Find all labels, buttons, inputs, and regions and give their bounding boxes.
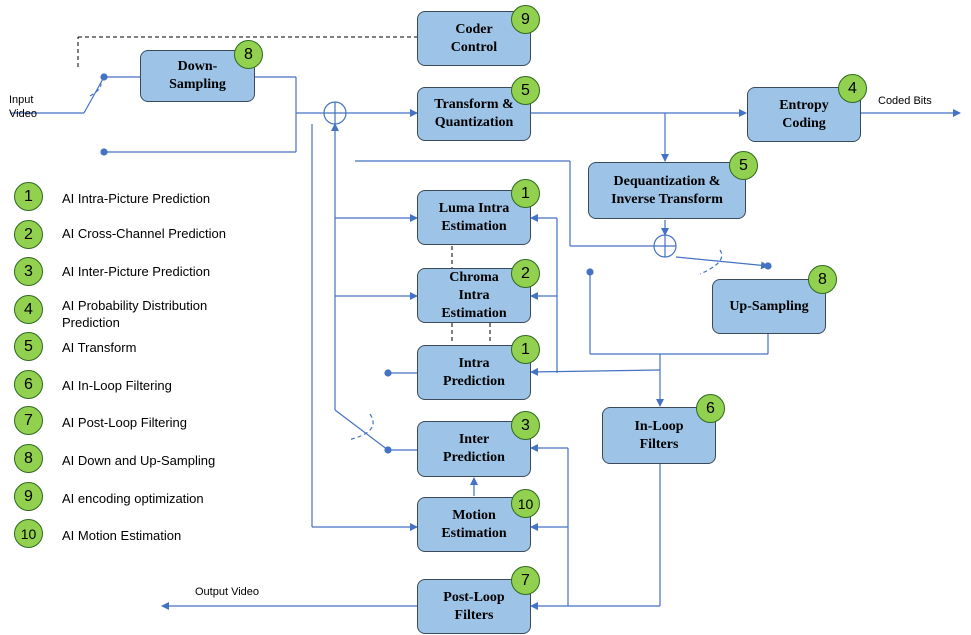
badge-chroma-intra: 2	[511, 259, 540, 288]
badge-entropy: 4	[838, 74, 867, 103]
legend-badge: 9	[14, 482, 43, 511]
luma-intra-label: Luma Intra Estimation	[438, 200, 510, 234]
badge-transform: 5	[511, 76, 540, 105]
post-loop-filters-block: Post-Loop Filters	[417, 579, 531, 634]
legend-text: AI Probability Distribution Prediction	[62, 298, 208, 330]
legend-badge: 7	[14, 406, 43, 435]
legend-text: AI Cross-Channel Prediction	[62, 226, 227, 241]
inter-prediction-label: Inter Prediction	[443, 432, 505, 465]
post-loop-filters-label: Post-Loop Filters	[443, 589, 505, 623]
legend-badge: 1	[14, 182, 43, 211]
legend-text: AI encoding optimization	[62, 491, 204, 506]
output-video-label: Output Video	[195, 586, 260, 598]
transform-quantization-label: Transform & Quantization	[434, 97, 514, 130]
legend-badge: 2	[14, 220, 43, 249]
badge-dequantization: 5	[729, 151, 758, 180]
dequantization-label: Dequantization & Inverse Transform	[611, 173, 723, 207]
entropy-coding-label: Entropy Coding	[779, 97, 829, 131]
legend-text: AI Down and Up-Sampling	[62, 453, 216, 468]
legend-text: AI Intra-Picture Prediction	[62, 191, 211, 206]
badge-motion-estimation: 10	[511, 489, 540, 518]
badge-coder-control: 9	[511, 5, 540, 34]
legend-badge: 6	[14, 370, 43, 399]
legend-badge: 10	[14, 519, 43, 548]
badge-intra-prediction: 1	[511, 335, 540, 364]
motion-estimation-label: Motion Estimation	[441, 507, 507, 541]
intra-prediction-label: Intra Prediction	[443, 355, 505, 389]
legend-badge: 8	[14, 444, 43, 473]
in-loop-filters-label: In-Loop Filters	[634, 418, 684, 452]
legend-text: AI Motion Estimation	[62, 528, 182, 543]
in-loop-filters-block: In-Loop Filters	[602, 407, 716, 464]
coder-control-block: Coder Control	[417, 11, 531, 66]
legend-badge: 4	[14, 295, 43, 324]
transform-quantization-block: Transform & Quantization	[417, 87, 531, 141]
badge-down-sampling: 8	[234, 40, 263, 69]
badge-post-loop: 7	[511, 566, 540, 595]
legend-badge: 5	[14, 332, 43, 361]
input-video-label: Input Video	[9, 94, 37, 120]
legend-text: AI Post-Loop Filtering	[62, 415, 188, 430]
badge-luma-intra: 1	[511, 179, 540, 208]
badge-up-sampling: 8	[808, 265, 837, 294]
legend-text: AI Transform	[62, 340, 137, 355]
up-sampling-label: Up-Sampling	[729, 298, 809, 314]
chroma-intra-label: Chroma Intra Estimation	[441, 269, 507, 321]
down-sampling-label: Down- Sampling	[169, 59, 226, 92]
badge-inter-prediction: 3	[511, 411, 540, 440]
legend-text: AI Inter-Picture Prediction	[62, 264, 211, 279]
legend-text: AI In-Loop Filtering	[62, 378, 172, 393]
badge-in-loop: 6	[696, 394, 725, 423]
up-sampling-block: Up-Sampling	[712, 279, 826, 334]
coder-control-label: Coder Control	[450, 21, 498, 55]
dequantization-block: Dequantization & Inverse Transform	[588, 162, 746, 219]
coded-bits-label: Coded Bits	[878, 95, 932, 107]
legend-badge: 3	[14, 257, 43, 286]
